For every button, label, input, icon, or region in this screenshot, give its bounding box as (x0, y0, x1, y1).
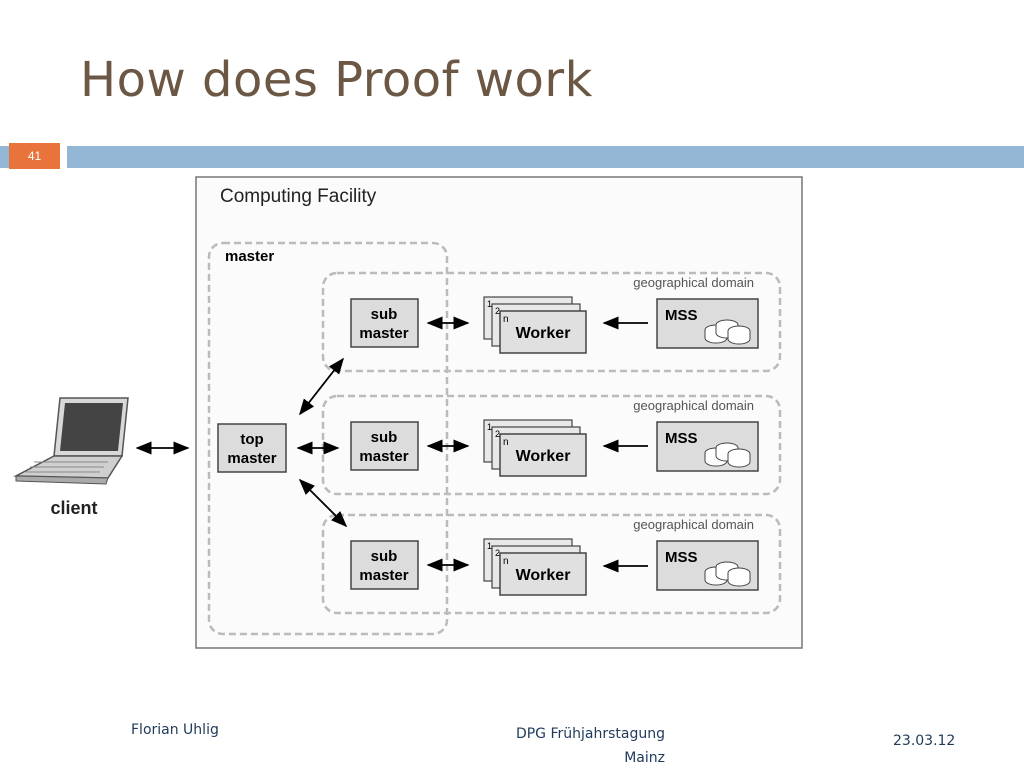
header-bar-left (0, 146, 9, 168)
footer-event-line1: DPG Frühjahrstagung (515, 726, 665, 742)
svg-text:MSS: MSS (665, 549, 698, 566)
svg-text:Worker: Worker (516, 448, 571, 465)
svg-text:top: top (240, 431, 263, 448)
geographical-domain-3: geographical domain (321, 513, 782, 615)
master-label: master (225, 248, 274, 265)
svg-text:Worker: Worker (516, 567, 571, 584)
svg-text:sub: sub (371, 429, 398, 446)
svg-text:n: n (503, 314, 509, 325)
worker-stack-1: 1 2 n Worker (483, 296, 587, 354)
top-master-node: top master (217, 423, 287, 473)
svg-text:1: 1 (487, 541, 492, 551)
client-label: client (50, 498, 97, 518)
mss-node-2: MSS (656, 421, 759, 472)
worker-stack-3: 1 2 n Worker (483, 538, 587, 596)
svg-text:sub: sub (371, 548, 398, 565)
footer-event: DPG Frühjahrstagung Mainz (470, 722, 665, 770)
top-master-sub-master-1-arrow (299, 357, 344, 416)
worker-stack-2: 1 2 n Worker (483, 419, 587, 477)
mss-node-3: MSS (656, 540, 759, 591)
sub-master-node-2: sub master (350, 421, 419, 471)
domain-label: geographical domain (633, 398, 754, 413)
svg-text:master: master (359, 567, 408, 584)
domain-label: geographical domain (633, 517, 754, 532)
header-bar-right (67, 146, 1024, 168)
svg-text:sub: sub (371, 306, 398, 323)
svg-text:2: 2 (495, 306, 500, 316)
geographical-domain-1: geographical domain (321, 271, 782, 373)
slide-title: How does Proof work (80, 52, 593, 108)
svg-text:MSS: MSS (665, 307, 698, 324)
connection-arrows (135, 316, 648, 573)
svg-text:n: n (503, 556, 509, 567)
svg-text:master: master (359, 448, 408, 465)
svg-text:n: n (503, 437, 509, 448)
disk-stack-icon (704, 442, 751, 468)
mss-node-1: MSS (656, 298, 759, 349)
svg-text:master: master (359, 325, 408, 342)
sub-master-node-1: sub master (350, 298, 419, 348)
domain-label: geographical domain (633, 275, 754, 290)
top-master-sub-master-3-arrow (298, 478, 348, 528)
slide-number-badge: 41 (9, 143, 60, 169)
disk-stack-icon (704, 561, 751, 587)
footer-event-line2: Mainz (624, 750, 665, 766)
svg-text:master: master (227, 450, 276, 467)
laptop-icon (13, 397, 129, 485)
master-region (207, 241, 449, 636)
svg-text:2: 2 (495, 429, 500, 439)
footer-author: Florian Uhlig (131, 722, 219, 738)
computing-facility-label: Computing Facility (220, 186, 377, 207)
svg-text:2: 2 (495, 548, 500, 558)
disk-stack-icon (704, 319, 751, 345)
svg-text:MSS: MSS (665, 430, 698, 447)
svg-text:1: 1 (487, 422, 492, 432)
footer-date: 23.03.12 (893, 733, 956, 749)
svg-text:1: 1 (487, 299, 492, 309)
sub-master-node-3: sub master (350, 540, 419, 590)
svg-text:Worker: Worker (516, 325, 571, 342)
